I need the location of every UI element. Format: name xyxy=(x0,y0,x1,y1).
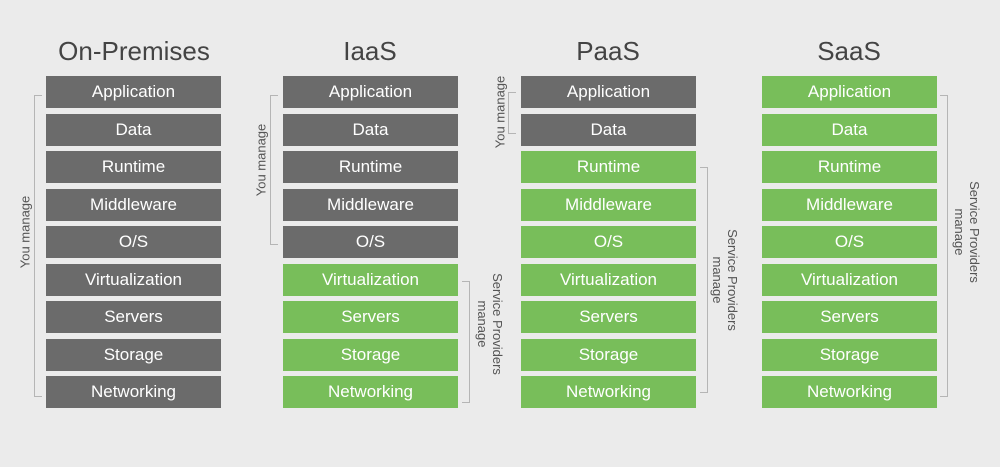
layer-virtualization: Virtualization xyxy=(283,263,458,296)
provider-manage-label-paas: Service Providers manage xyxy=(710,229,740,331)
layer-stack-on-premises: Application Data Runtime Middleware O/S … xyxy=(46,76,221,414)
column-title-iaas: IaaS xyxy=(343,36,397,66)
layer-data: Data xyxy=(521,113,696,146)
layer-os: O/S xyxy=(521,226,696,258)
layer-runtime: Runtime xyxy=(762,151,937,183)
layer-middleware: Middleware xyxy=(46,188,221,221)
layer-networking: Networking xyxy=(283,376,458,408)
layer-virtualization: Virtualization xyxy=(521,263,696,296)
you-manage-bracket-iaas xyxy=(270,95,278,245)
provider-label-line-1: Service Providers xyxy=(490,273,505,375)
layer-middleware: Middleware xyxy=(762,188,937,221)
layer-virtualization: Virtualization xyxy=(46,263,221,296)
layer-stack-saas: Application Data Runtime Middleware O/S … xyxy=(762,76,937,414)
layer-servers: Servers xyxy=(283,301,458,333)
provider-label-line-2: manage xyxy=(952,208,967,256)
layer-runtime: Runtime xyxy=(46,151,221,183)
layer-data: Data xyxy=(762,113,937,146)
layer-stack-paas: Application Data Runtime Middleware O/S … xyxy=(521,76,696,414)
provider-label-line-1: Service Providers xyxy=(725,229,740,331)
column-title-on-premises: On-Premises xyxy=(58,36,210,66)
you-manage-bracket-paas xyxy=(508,92,516,134)
layer-middleware: Middleware xyxy=(283,188,458,221)
layer-servers: Servers xyxy=(46,301,221,333)
layer-application: Application xyxy=(521,76,696,108)
provider-manage-bracket-iaas xyxy=(462,281,470,403)
provider-label-line-1: Service Providers xyxy=(967,181,982,283)
layer-os: O/S xyxy=(762,226,937,258)
column-title-saas: SaaS xyxy=(817,36,881,66)
layer-servers: Servers xyxy=(521,301,696,333)
layer-os: O/S xyxy=(283,226,458,258)
you-manage-label-on-premises: You manage xyxy=(17,195,33,269)
layer-application: Application xyxy=(46,76,221,108)
provider-label-line-2: manage xyxy=(710,256,725,304)
layer-storage: Storage xyxy=(46,338,221,371)
layer-networking: Networking xyxy=(46,376,221,408)
provider-manage-label-saas: Service Providers manage xyxy=(952,181,982,283)
layer-stack-iaas: Application Data Runtime Middleware O/S … xyxy=(283,76,458,414)
provider-manage-label-iaas: Service Providers manage xyxy=(475,273,505,375)
layer-storage: Storage xyxy=(521,338,696,371)
provider-manage-bracket-paas xyxy=(700,167,708,393)
layer-storage: Storage xyxy=(762,338,937,371)
provider-label-line-2: manage xyxy=(475,300,490,348)
layer-application: Application xyxy=(762,76,937,108)
layer-data: Data xyxy=(283,113,458,146)
layer-networking: Networking xyxy=(521,376,696,408)
layer-middleware: Middleware xyxy=(521,188,696,221)
column-title-paas: PaaS xyxy=(576,36,640,66)
layer-virtualization: Virtualization xyxy=(762,263,937,296)
layer-data: Data xyxy=(46,113,221,146)
you-manage-label-iaas: You manage xyxy=(253,123,269,197)
layer-networking: Networking xyxy=(762,376,937,408)
you-manage-bracket-on-premises xyxy=(34,95,42,397)
layer-runtime: Runtime xyxy=(283,151,458,183)
layer-os: O/S xyxy=(46,226,221,258)
provider-manage-bracket-saas xyxy=(940,95,948,397)
layer-storage: Storage xyxy=(283,338,458,371)
you-manage-label-paas: You manage xyxy=(492,75,508,149)
layer-application: Application xyxy=(283,76,458,108)
layer-runtime: Runtime xyxy=(521,151,696,183)
layer-servers: Servers xyxy=(762,301,937,333)
